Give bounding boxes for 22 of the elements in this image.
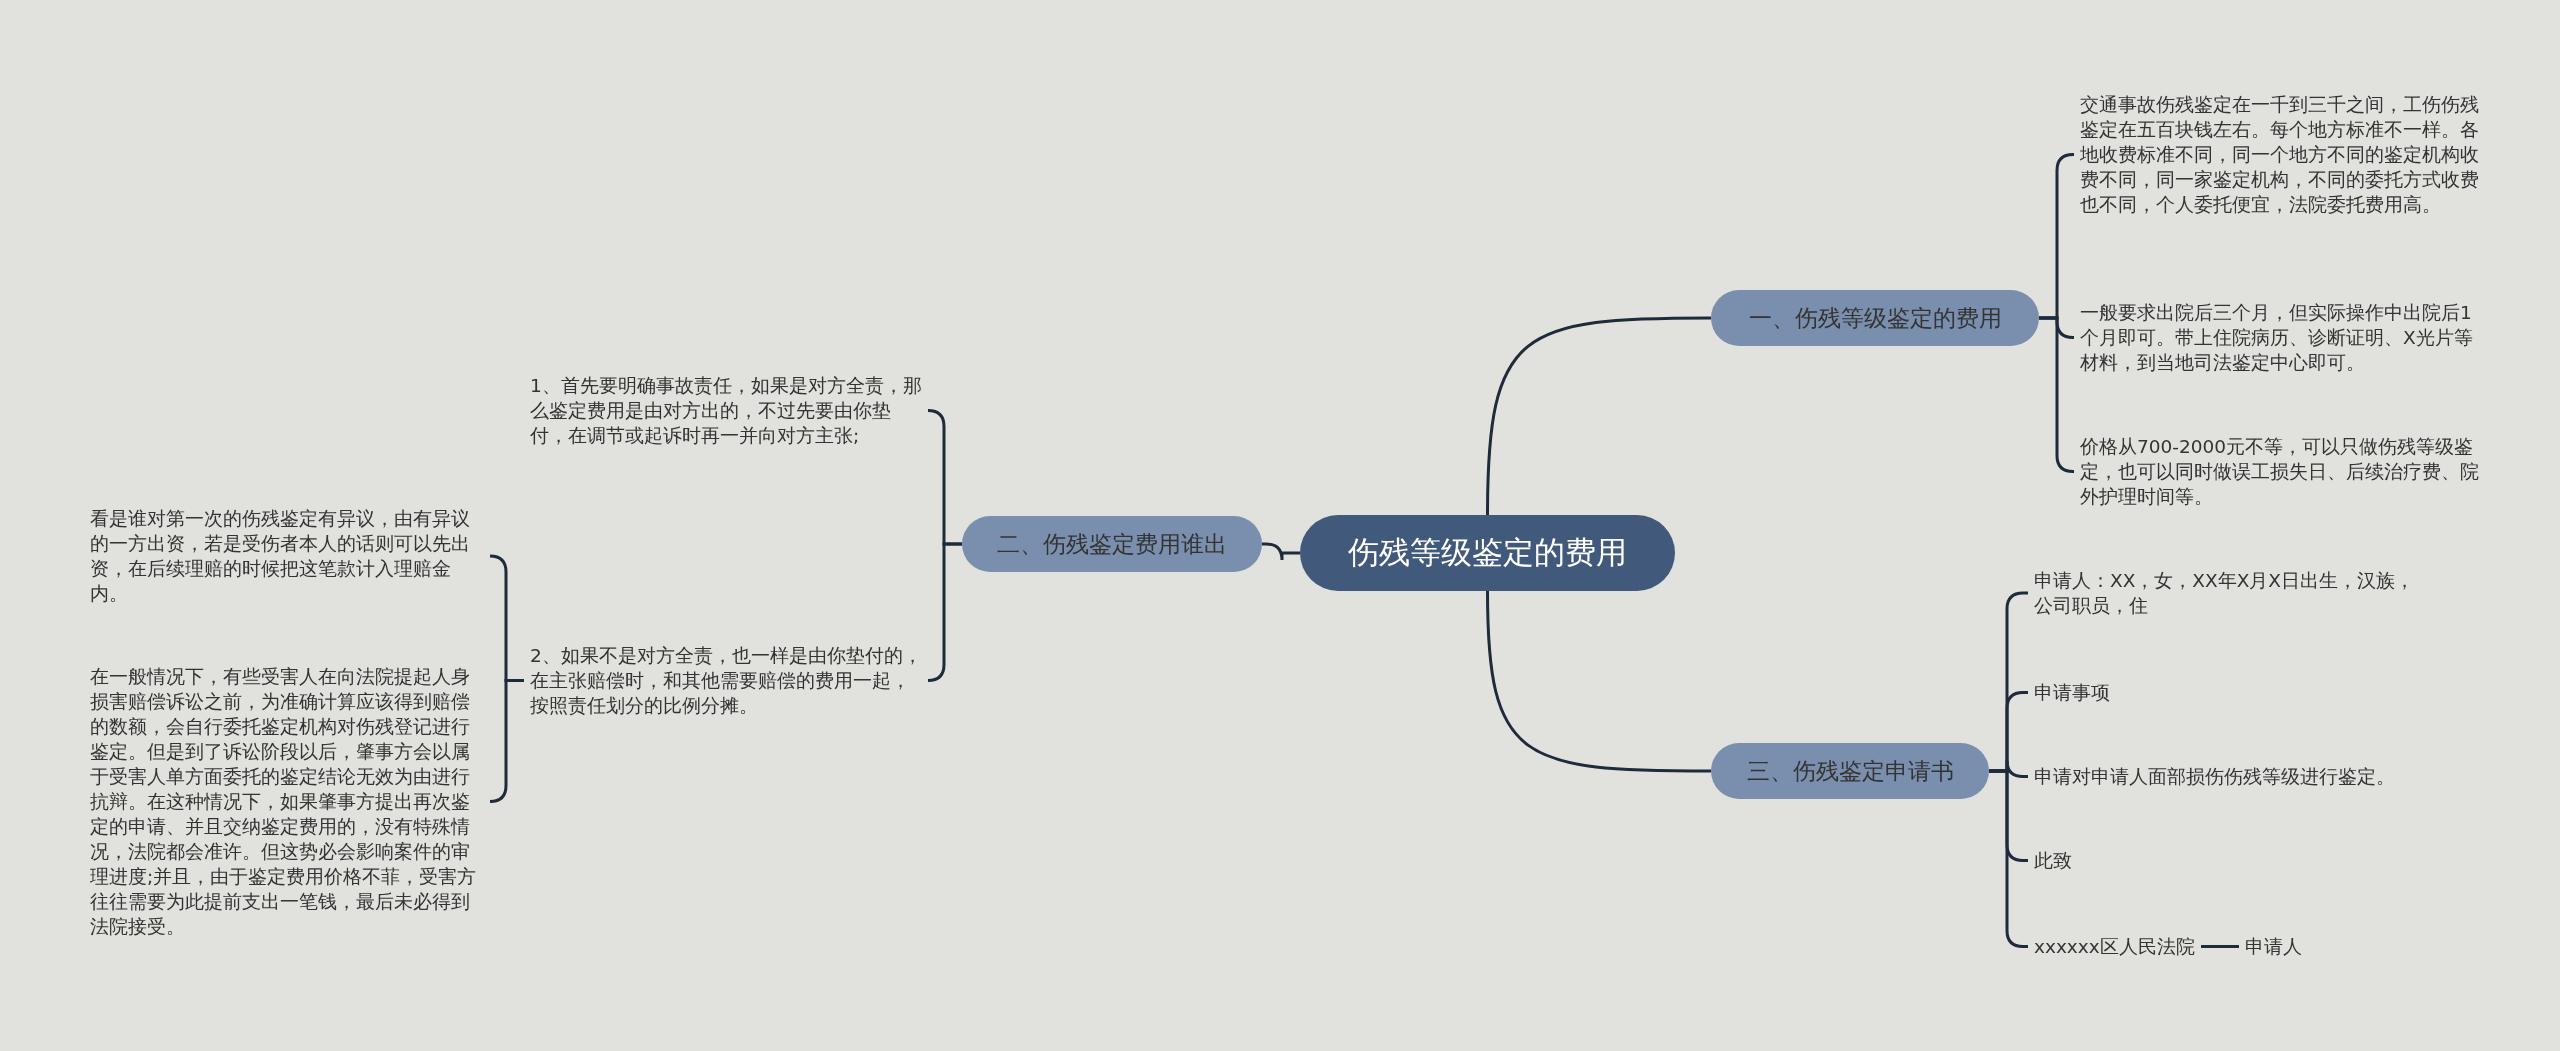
note-text: 申请事项 [2028,680,2116,705]
note-text: 申请人 [2239,934,2308,959]
note-text: 在一般情况下，有些受害人在向法院提起人身损害赔偿诉讼之前，为准确计算应该得到赔偿的数额，会自行委托鉴定机构对伤残登记进行鉴定。但是到了诉讼阶段以后，肇事方会以属于受害人单方面委托的鉴定结论无效为由进行抗辩。在这种情况下，如果肇事方提出再次鉴定的申请、并且交纳鉴定费用的，没有特殊情况，法院都会准许。但这势必会影响案件的审理进度;并且，由于鉴定费用价格不菲，受害方往往需要为此提前支出一笔钱，最后未必得到法院接受。 [84,664,490,939]
note-text: 看是谁对第一次的伤残鉴定有异议，由有异议的一方出资，若是受伤者本人的话则可以先出资，在后续理赔的时候把这笔款计入理赔金内。 [84,506,490,606]
connector-line [1262,542,1300,562]
branch-topic: 三、伤残鉴定申请书 [1711,743,1989,799]
note-text: 申请对申请人面部损伤伤残等级进行鉴定。 [2028,764,2401,789]
note-text: 2、如果不是对方全责，也一样是由你垫付的，在主张赔偿时，和其他需要赔偿的费用一起，按照责任划分的比例分摊。 [524,643,930,718]
connector-line [2201,945,2239,948]
note-text: 此致 [2028,848,2078,873]
note-text: 一般要求出院后三个月，但实际操作中出院后1个月即可。带上住院病历、诊断证明、X光片等材料，到当地司法鉴定中心即可。 [2074,300,2488,375]
connector-line [1486,316,1711,516]
connector-line [1486,590,1711,773]
note-text: 1、首先要明确事故责任，如果是对方全责，那么鉴定费用是由对方出的，不过先要由你垫付，在调节或起诉时再一并向对方主张; [524,373,930,448]
note-text: 价格从700-2000元不等，可以只做伤残等级鉴定，也可以同时做误工损失日、后续治疗费、院外护理时间等。 [2074,434,2488,509]
note-text: xxxxxx区人民法院 [2028,934,2201,959]
branch-topic: 一、伤残等级鉴定的费用 [1711,290,2039,346]
branch-topic: 二、伤残鉴定费用谁出 [962,516,1262,572]
central-topic: 伤残等级鉴定的费用 [1300,515,1675,591]
connector-line [926,542,962,682]
note-text: 申请人：XX，女，XX年X月X日出生，汉族，公司职员，住 [2028,568,2428,618]
note-text: 交通事故伤残鉴定在一千到三千之间，工伤伤残鉴定在五百块钱左右。每个地方标准不一样。各地收费标准不同，同一个地方不同的鉴定机构收费不同，同一家鉴定机构，不同的委托方式收费也不同，个人委托便宜，法院委托费用高。 [2074,92,2488,217]
